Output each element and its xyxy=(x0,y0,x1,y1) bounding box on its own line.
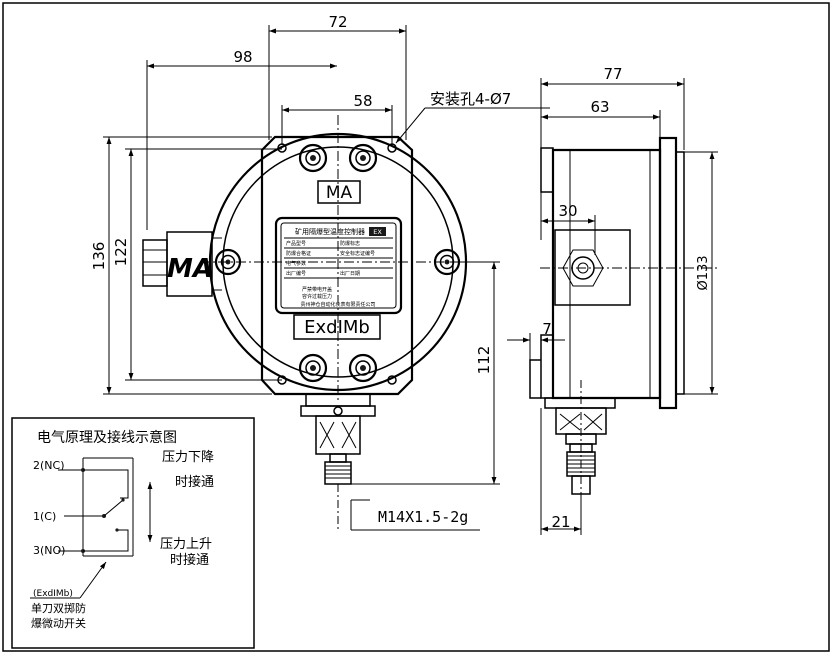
terminal-c: 1(C) xyxy=(33,510,56,523)
front-view: MA 矿用隔爆型温度控制器 EX 产品型号 防爆标志 防爆合格证 安全标志证编号… xyxy=(142,115,470,530)
thread-callout: M14X1.5-2g xyxy=(378,508,468,526)
dim-63: 63 xyxy=(590,98,609,116)
terminal-nc: 2(NC) xyxy=(33,459,65,472)
nameplate-serial-label: 出厂编号 xyxy=(286,270,306,277)
pressure-connector xyxy=(300,393,376,530)
nameplate-safety-label: 安全标志证编号 xyxy=(340,250,375,257)
nameplate-title: 矿用隔爆型温度控制器 xyxy=(295,227,365,236)
ma-mark: MA xyxy=(326,183,353,203)
dim-122: 122 xyxy=(112,238,130,267)
gland-ma-mark: MA xyxy=(167,254,213,284)
switch-desc-line1: 单刀双掷防 xyxy=(31,601,86,615)
dim-7: 7 xyxy=(542,320,552,338)
switch-desc-line2: 爆微动开关 xyxy=(31,616,86,630)
dim-112: 112 xyxy=(475,346,493,375)
nameplate-model-label: 产品型号 xyxy=(286,240,306,247)
pressure-down-line1: 压力下降 xyxy=(162,450,214,465)
nameplate-date-label: 出厂日期 xyxy=(340,270,360,277)
wiring-legend: 电气原理及接线示意图 2(NC) 1(C) 3(NO) 压力下降 时接通 压力上… xyxy=(11,417,255,649)
switch-code: (ExdⅠMb) xyxy=(33,589,73,599)
side-body xyxy=(551,148,662,400)
side-view xyxy=(529,136,720,530)
pressure-up-line1: 压力上升 xyxy=(160,537,212,552)
dim-72: 72 xyxy=(328,13,347,31)
nameplate-ex-label: 防爆标志 xyxy=(340,240,360,247)
nameplate-overload: 容许过载压力 xyxy=(302,293,332,300)
front-dimensions: 72 98 58 136 122 112 安装孔4-Ø7 M14X1. xyxy=(90,13,550,531)
pressure-down-line2: 时接通 xyxy=(175,474,214,490)
dim-30: 30 xyxy=(558,202,577,220)
dim-98: 98 xyxy=(233,48,252,66)
ex-mark: ExdⅠMb xyxy=(304,317,370,338)
dim-58: 58 xyxy=(353,92,372,110)
nameplate-ex-badge: EX xyxy=(373,228,382,236)
dim-21: 21 xyxy=(551,513,570,531)
legend-title: 电气原理及接线示意图 xyxy=(37,429,177,446)
nameplate-electrical-label: 电气参数 xyxy=(286,260,306,267)
pressure-up-line2: 时接通 xyxy=(170,552,209,568)
mount-hole-callout: 安装孔4-Ø7 xyxy=(430,90,511,108)
cable-gland: MA xyxy=(142,231,222,297)
nameplate-warning: 严禁带电开盖 xyxy=(302,286,332,293)
nameplate-cert-label: 防爆合格证 xyxy=(286,250,311,257)
side-dimensions: 77 63 30 7 21 Ø133 xyxy=(507,65,718,535)
dim-133: Ø133 xyxy=(696,255,711,290)
dim-136: 136 xyxy=(90,242,108,271)
mounting-plate xyxy=(260,135,414,396)
terminal-no: 3(NO) xyxy=(33,544,65,557)
dim-77: 77 xyxy=(603,65,622,83)
